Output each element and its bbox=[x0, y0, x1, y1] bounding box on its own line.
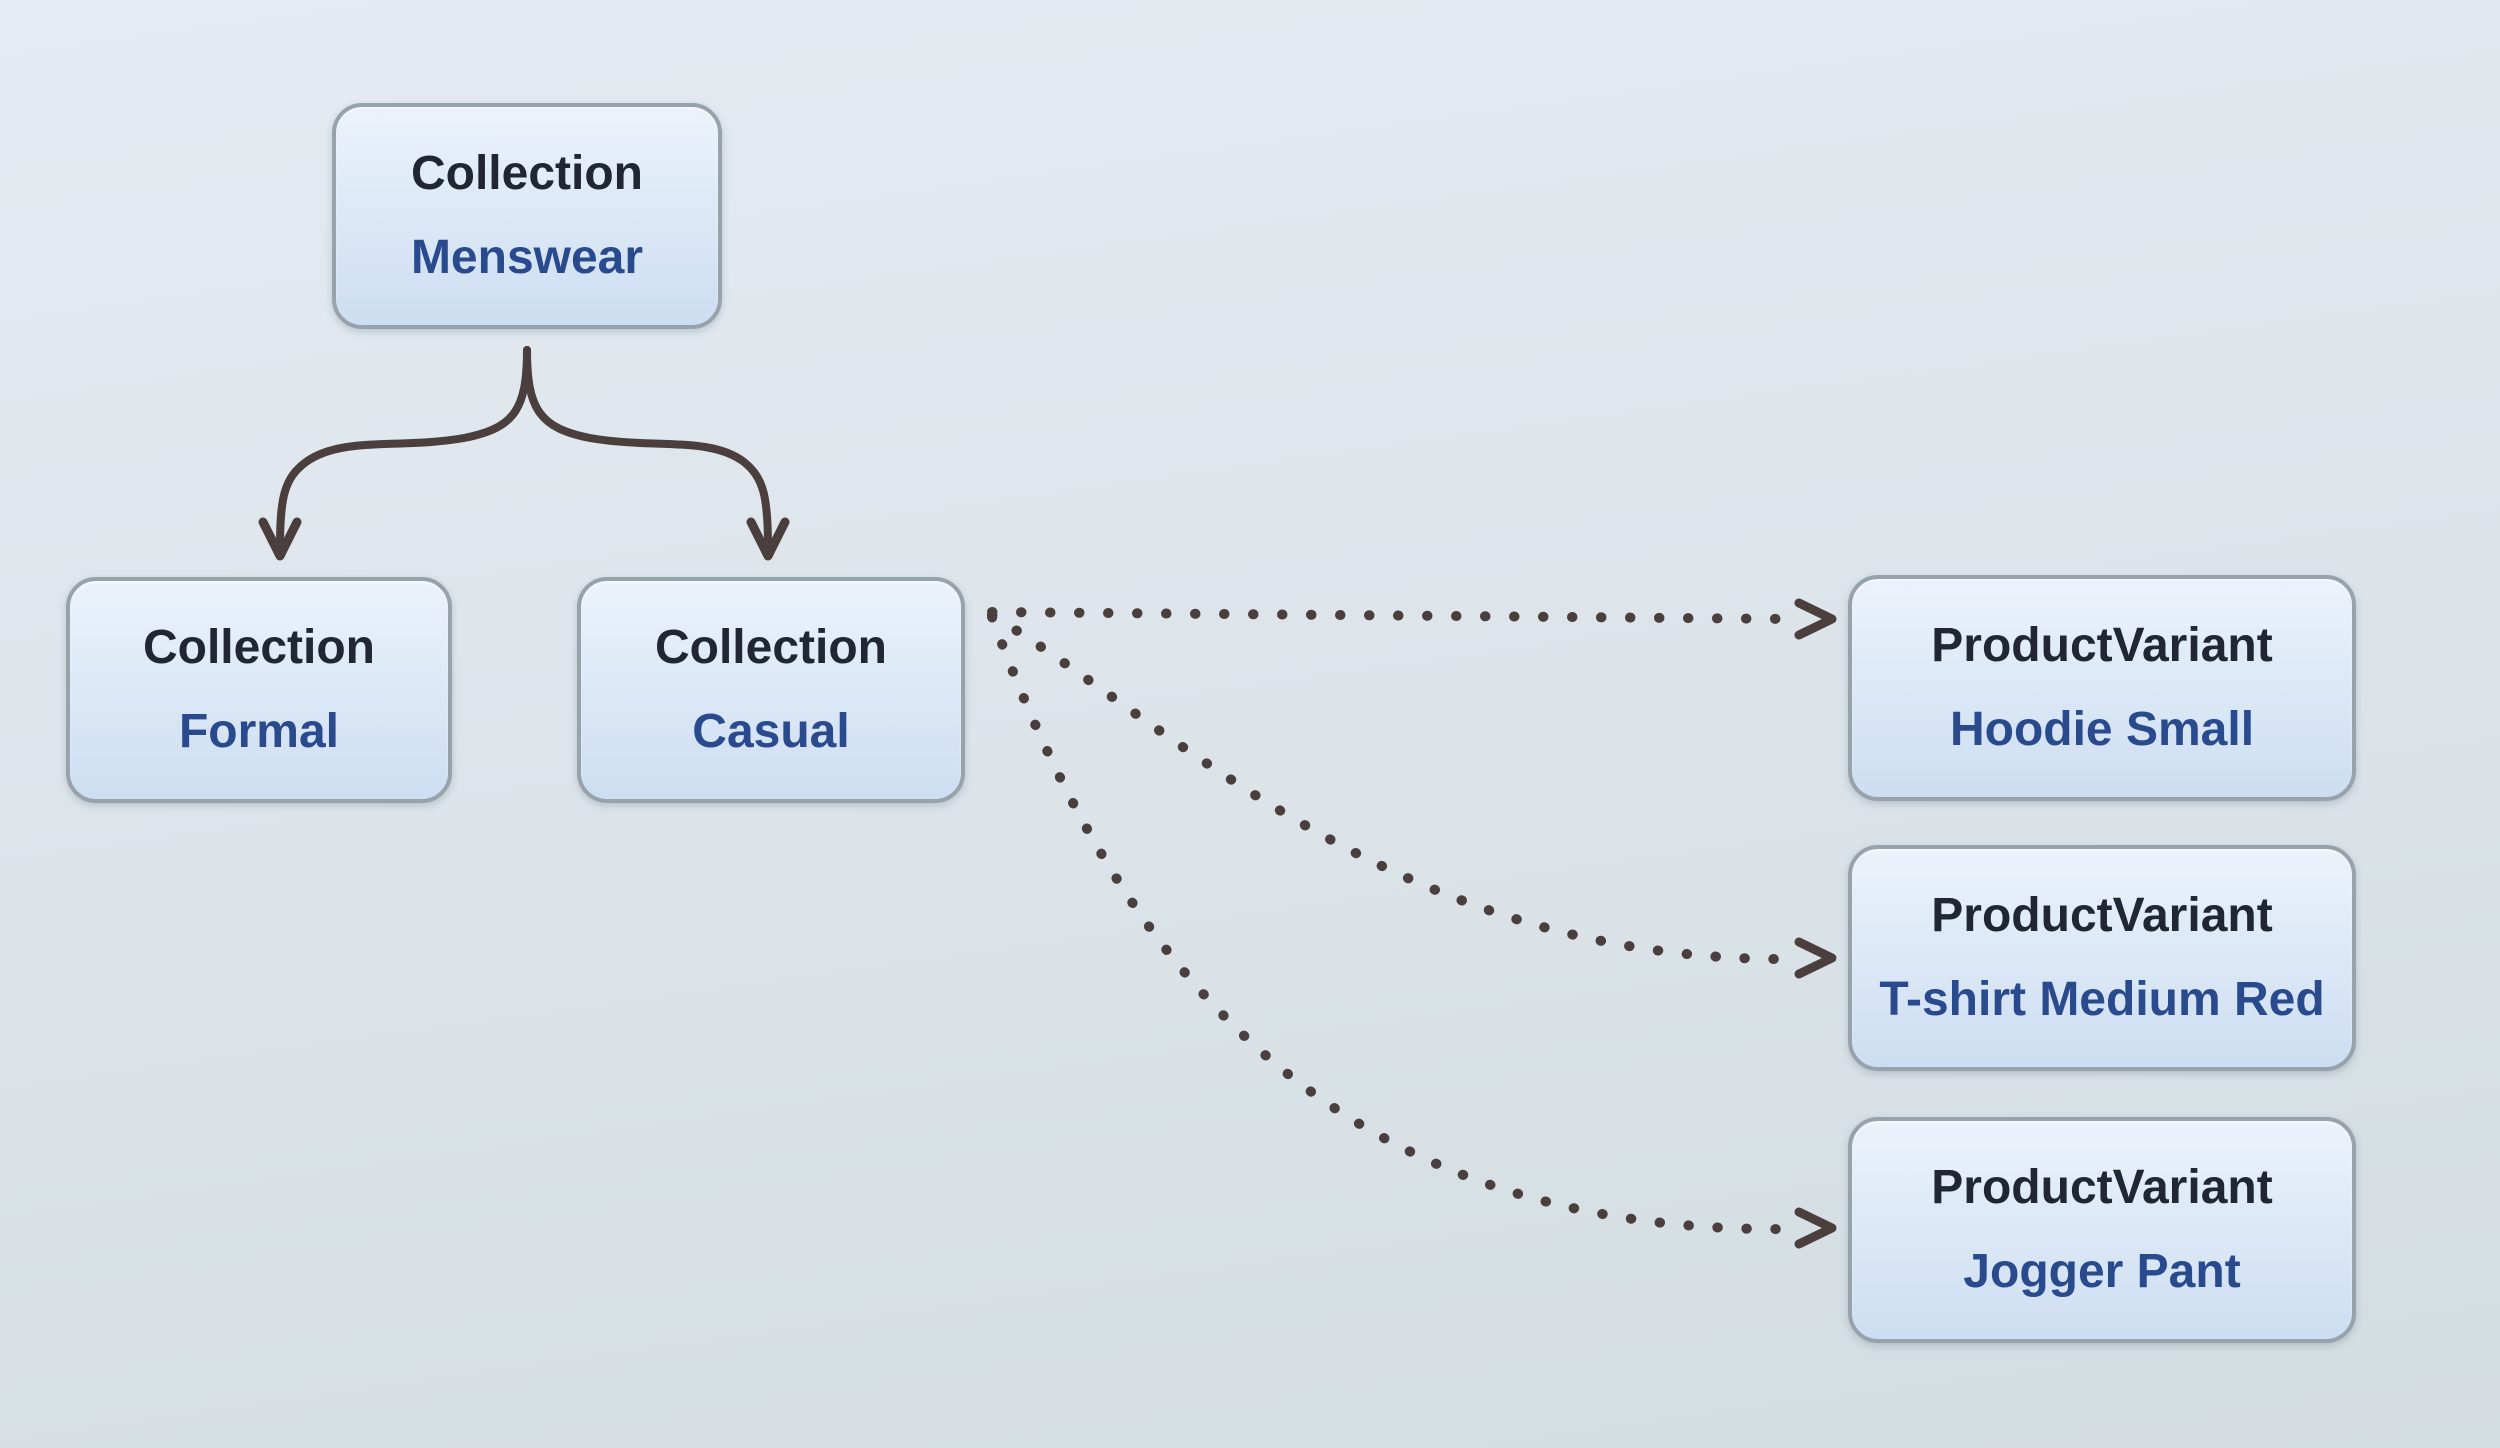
edge-menswear-to-casual-line bbox=[523, 346, 772, 552]
node-collection-casual: Collection Casual bbox=[577, 577, 965, 803]
edge-casual-to-tshirt-arrowhead-icon bbox=[1794, 937, 1837, 979]
edge-casual-to-jogger bbox=[987, 612, 1837, 1249]
edge-menswear-to-casual-arrowhead-icon bbox=[746, 517, 790, 561]
node-collection-formal: Collection Formal bbox=[66, 577, 452, 803]
edge-casual-to-tshirt-line bbox=[987, 610, 1797, 965]
edge-casual-to-tshirt bbox=[987, 610, 1837, 979]
node-type-label: ProductVariant bbox=[1931, 888, 2273, 942]
node-name-label: Formal bbox=[178, 705, 340, 759]
node-name-label: Menswear bbox=[410, 231, 644, 285]
node-productvariant-jogger-pant: ProductVariant Jogger Pant bbox=[1848, 1117, 2356, 1343]
edge-casual-to-hoodie-arrowhead-icon bbox=[1794, 598, 1837, 640]
node-name-label: Casual bbox=[692, 705, 850, 759]
edge-menswear-to-formal-line bbox=[276, 346, 531, 552]
node-collection-menswear: Collection Menswear bbox=[332, 103, 722, 329]
node-type-label: ProductVariant bbox=[1931, 618, 2273, 672]
node-type-label: Collection bbox=[410, 146, 643, 200]
node-productvariant-hoodie-small: ProductVariant Hoodie Small bbox=[1848, 575, 2356, 801]
edge-casual-to-hoodie bbox=[987, 598, 1837, 640]
node-type-label: ProductVariant bbox=[1931, 1160, 2273, 1214]
edge-menswear-to-formal-arrowhead-icon bbox=[258, 517, 302, 561]
node-productvariant-tshirt-medium-red: ProductVariant T-shirt Medium Red bbox=[1848, 845, 2356, 1071]
edge-menswear-to-formal bbox=[258, 346, 531, 561]
node-name-label: T-shirt Medium Red bbox=[1879, 973, 2325, 1027]
node-name-label: Hoodie Small bbox=[1949, 703, 2255, 757]
edge-casual-to-hoodie-line bbox=[987, 607, 1800, 624]
node-name-label: Jogger Pant bbox=[1963, 1245, 2241, 1299]
edge-menswear-to-casual bbox=[523, 346, 790, 561]
edge-casual-to-jogger-line bbox=[987, 612, 1797, 1235]
node-type-label: Collection bbox=[142, 620, 375, 674]
node-type-label: Collection bbox=[654, 620, 887, 674]
edge-casual-to-jogger-arrowhead-icon bbox=[1794, 1207, 1837, 1249]
